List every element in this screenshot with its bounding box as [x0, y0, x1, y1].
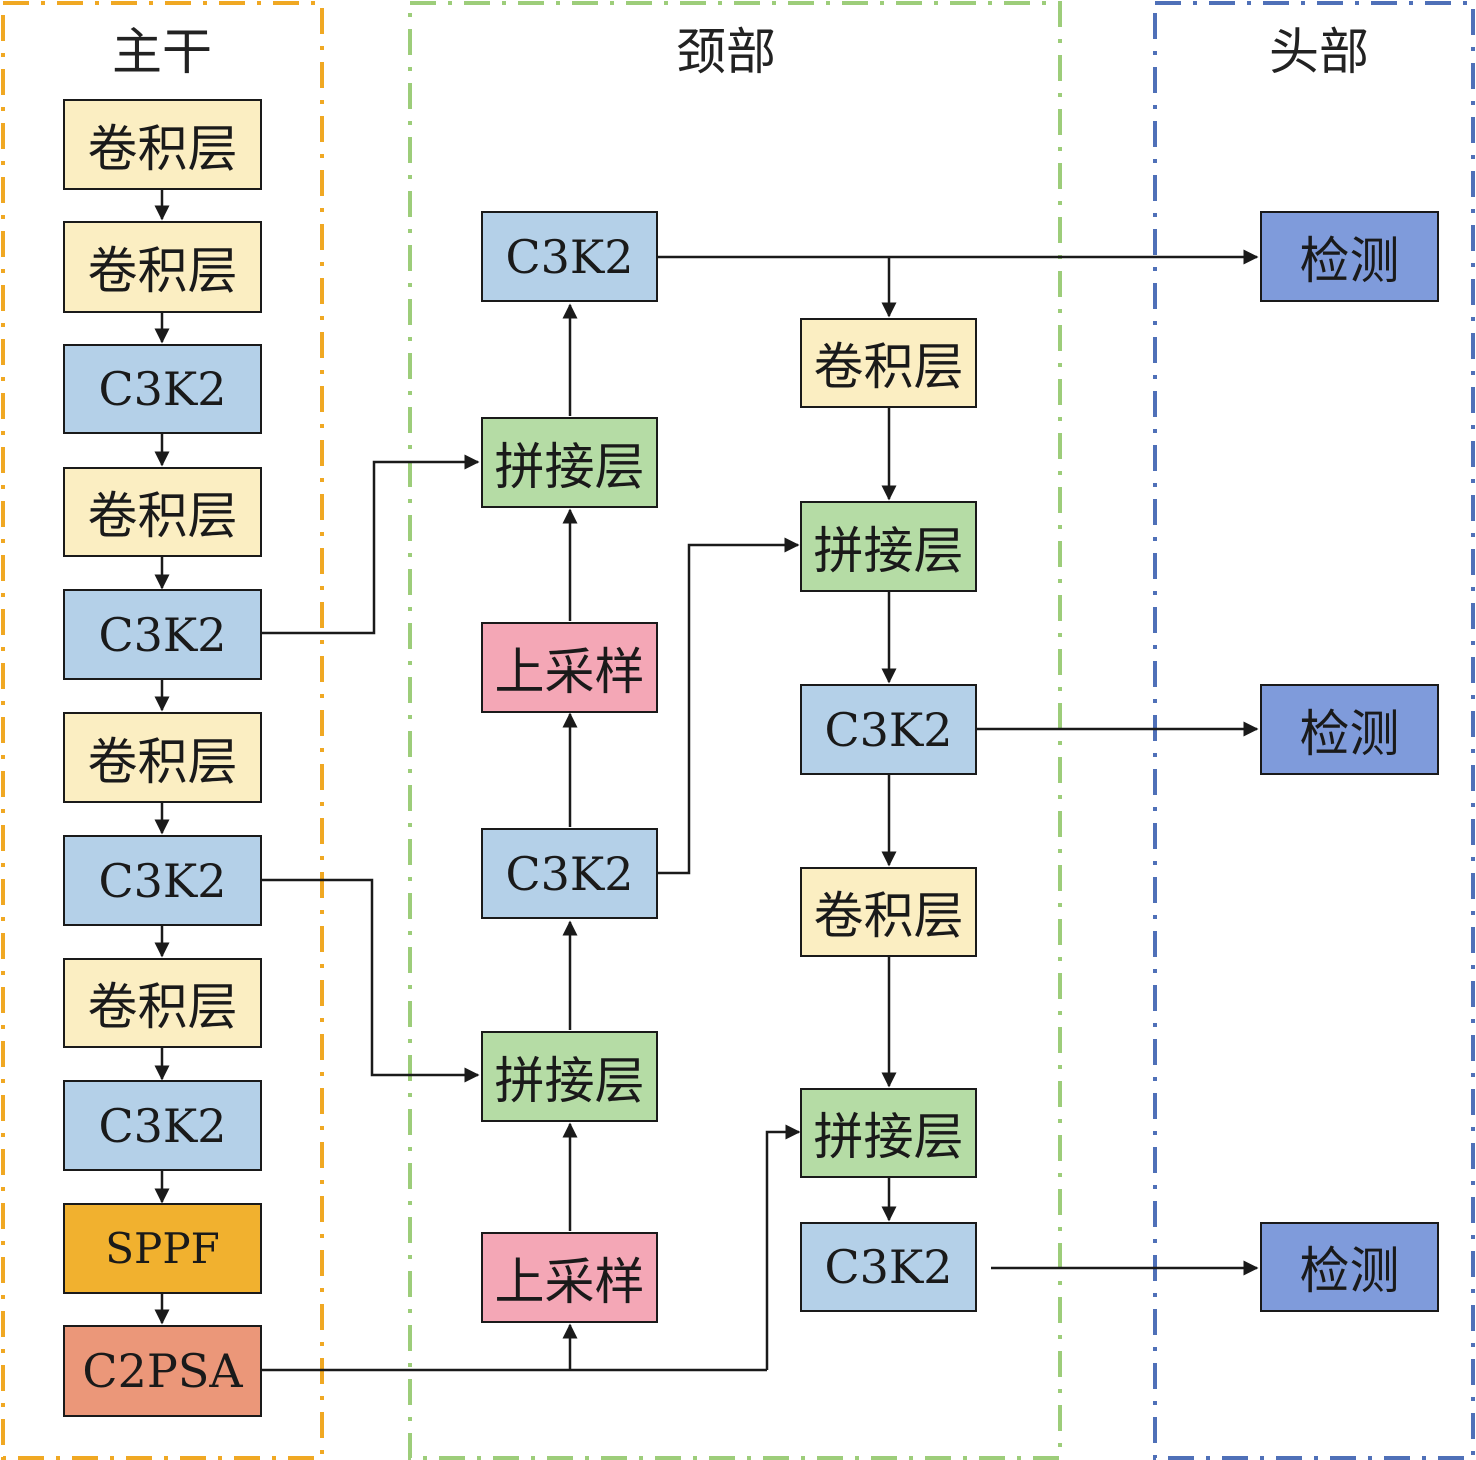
neck-c3k2-mid: C3K2: [481, 828, 658, 919]
neck-concat-3: 拼接层: [800, 501, 977, 592]
backbone-c3k2-2: C3K2: [63, 589, 262, 680]
backbone-c3k2-4: C3K2: [63, 1080, 262, 1171]
head-section-border: [1153, 1, 1475, 1460]
backbone-c3k2-3: C3K2: [63, 835, 262, 926]
edge-b5-ncat1: [262, 454, 480, 635]
neck-c3k2-top: C3K2: [481, 211, 658, 302]
neck-title: 颈部: [676, 23, 776, 81]
backbone-c3k2-1: C3K2: [63, 344, 262, 434]
head-detect-3: 检测: [1260, 1222, 1439, 1312]
neck-c3k2-b1: C3K2: [800, 684, 977, 775]
neck-c3k2-b2: C3K2: [800, 1222, 977, 1312]
backbone-conv-1: 卷积层: [63, 99, 262, 190]
backbone-conv-2: 卷积层: [63, 221, 262, 313]
head-detect-2: 检测: [1260, 684, 1439, 775]
backbone-sppf: SPPF: [63, 1203, 262, 1294]
head-detect-1: 检测: [1260, 211, 1439, 302]
edge-b11-mcat2: [765, 1124, 801, 1370]
backbone-c2psa: C2PSA: [63, 1325, 262, 1417]
neck-conv-1: 卷积层: [800, 318, 977, 408]
edge-nc3a-mcat1: [658, 537, 800, 875]
backbone-title: 主干: [112, 23, 212, 81]
neck-section-border: [408, 1, 1062, 1460]
backbone-conv-5: 卷积层: [63, 958, 262, 1048]
backbone-conv-4: 卷积层: [63, 712, 262, 803]
neck-upsample-1: 上采样: [481, 622, 658, 713]
neck-upsample-2: 上采样: [481, 1232, 658, 1323]
backbone-conv-3: 卷积层: [63, 467, 262, 557]
edge-b7-ncat2: [262, 878, 480, 1083]
backbone-section-border: [1, 1, 324, 1460]
neck-conv-2: 卷积层: [800, 867, 977, 957]
neck-concat-2: 拼接层: [481, 1031, 658, 1122]
neck-concat-4: 拼接层: [800, 1088, 977, 1178]
neck-concat-1: 拼接层: [481, 417, 658, 508]
head-title: 头部: [1269, 23, 1369, 81]
